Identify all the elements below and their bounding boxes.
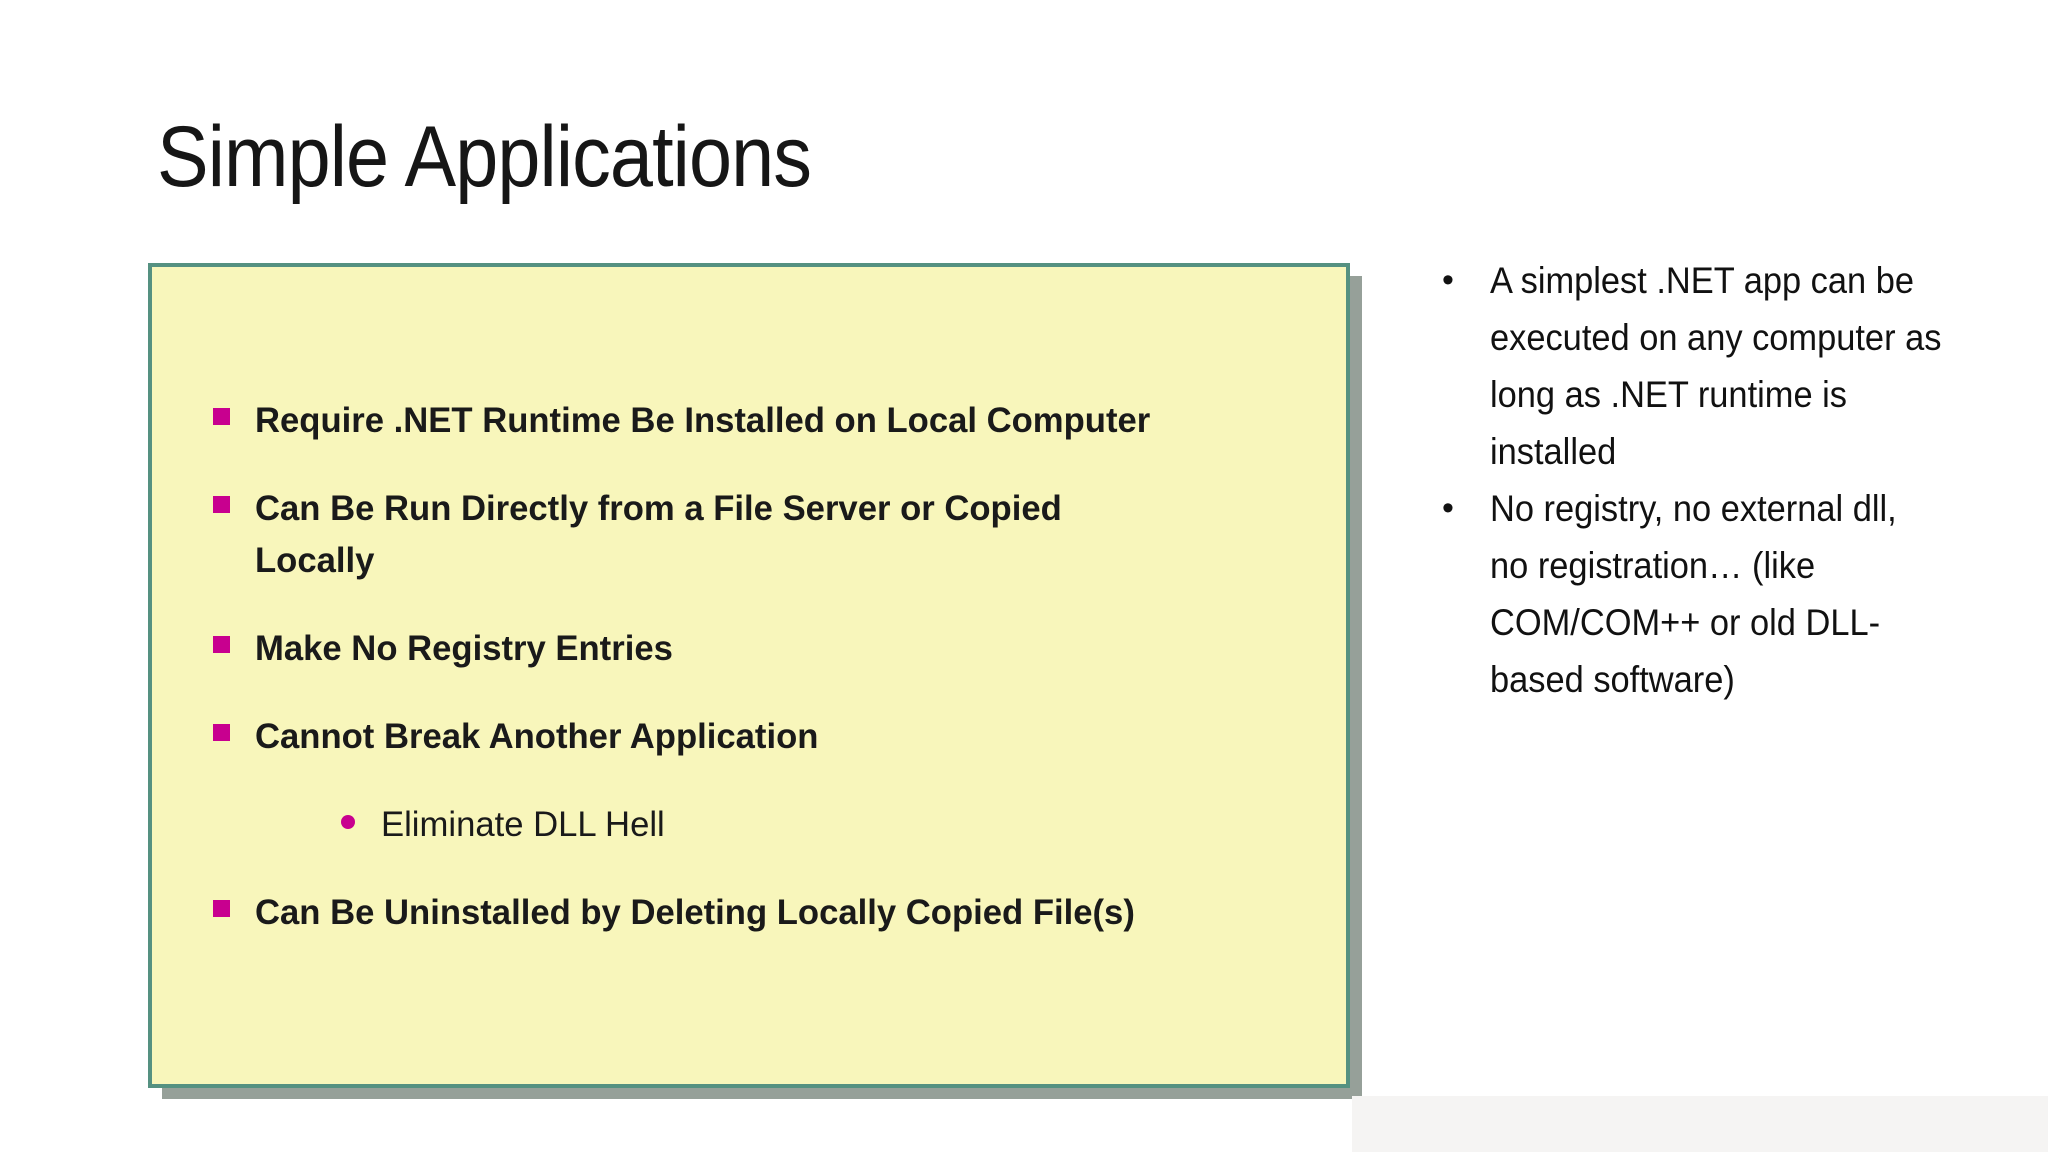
bullet-item: Cannot Break Another Application [213,711,1326,763]
note-item: • No registry, no external dll, no regis… [1442,480,2032,708]
note-text: No registry, no external dll, no registr… [1490,488,1897,700]
bullet-text: Make No Registry Entries [255,629,673,668]
dot-bullet-icon [341,815,355,829]
square-bullet-icon [213,900,230,917]
bullet-item: Can Be Uninstalled by Deleting Locally C… [213,887,1326,939]
bullet-text: Require .NET Runtime Be Installed on Loc… [255,401,1151,440]
square-bullet-icon [213,724,230,741]
bullet-text: Can Be Run Directly from a File Server o… [255,489,1062,580]
bullet-item: Require .NET Runtime Be Installed on Loc… [213,395,1326,447]
bullet-item: Make No Registry Entries [213,623,1326,675]
square-bullet-icon [213,496,230,513]
sub-bullet-text: Eliminate DLL Hell [381,805,665,844]
note-bullet: • [1442,261,1454,299]
bullet-item: Can Be Run Directly from a File Server o… [213,483,1326,587]
note-text: A simplest .NET app can be executed on a… [1490,260,1942,472]
bullet-text: Can Be Uninstalled by Deleting Locally C… [255,893,1135,932]
notes-column: • A simplest .NET app can be executed on… [1442,252,2032,708]
sub-bullet-item: Eliminate DLL Hell [213,799,1326,851]
content-box: Require .NET Runtime Be Installed on Loc… [148,263,1350,1088]
slide-title: Simple Applications [157,109,812,205]
bullet-text: Cannot Break Another Application [255,717,819,756]
square-bullet-icon [213,636,230,653]
bottom-right-shade [1352,1096,2048,1152]
note-item: • A simplest .NET app can be executed on… [1442,252,2032,480]
square-bullet-icon [213,408,230,425]
note-bullet: • [1442,489,1454,527]
